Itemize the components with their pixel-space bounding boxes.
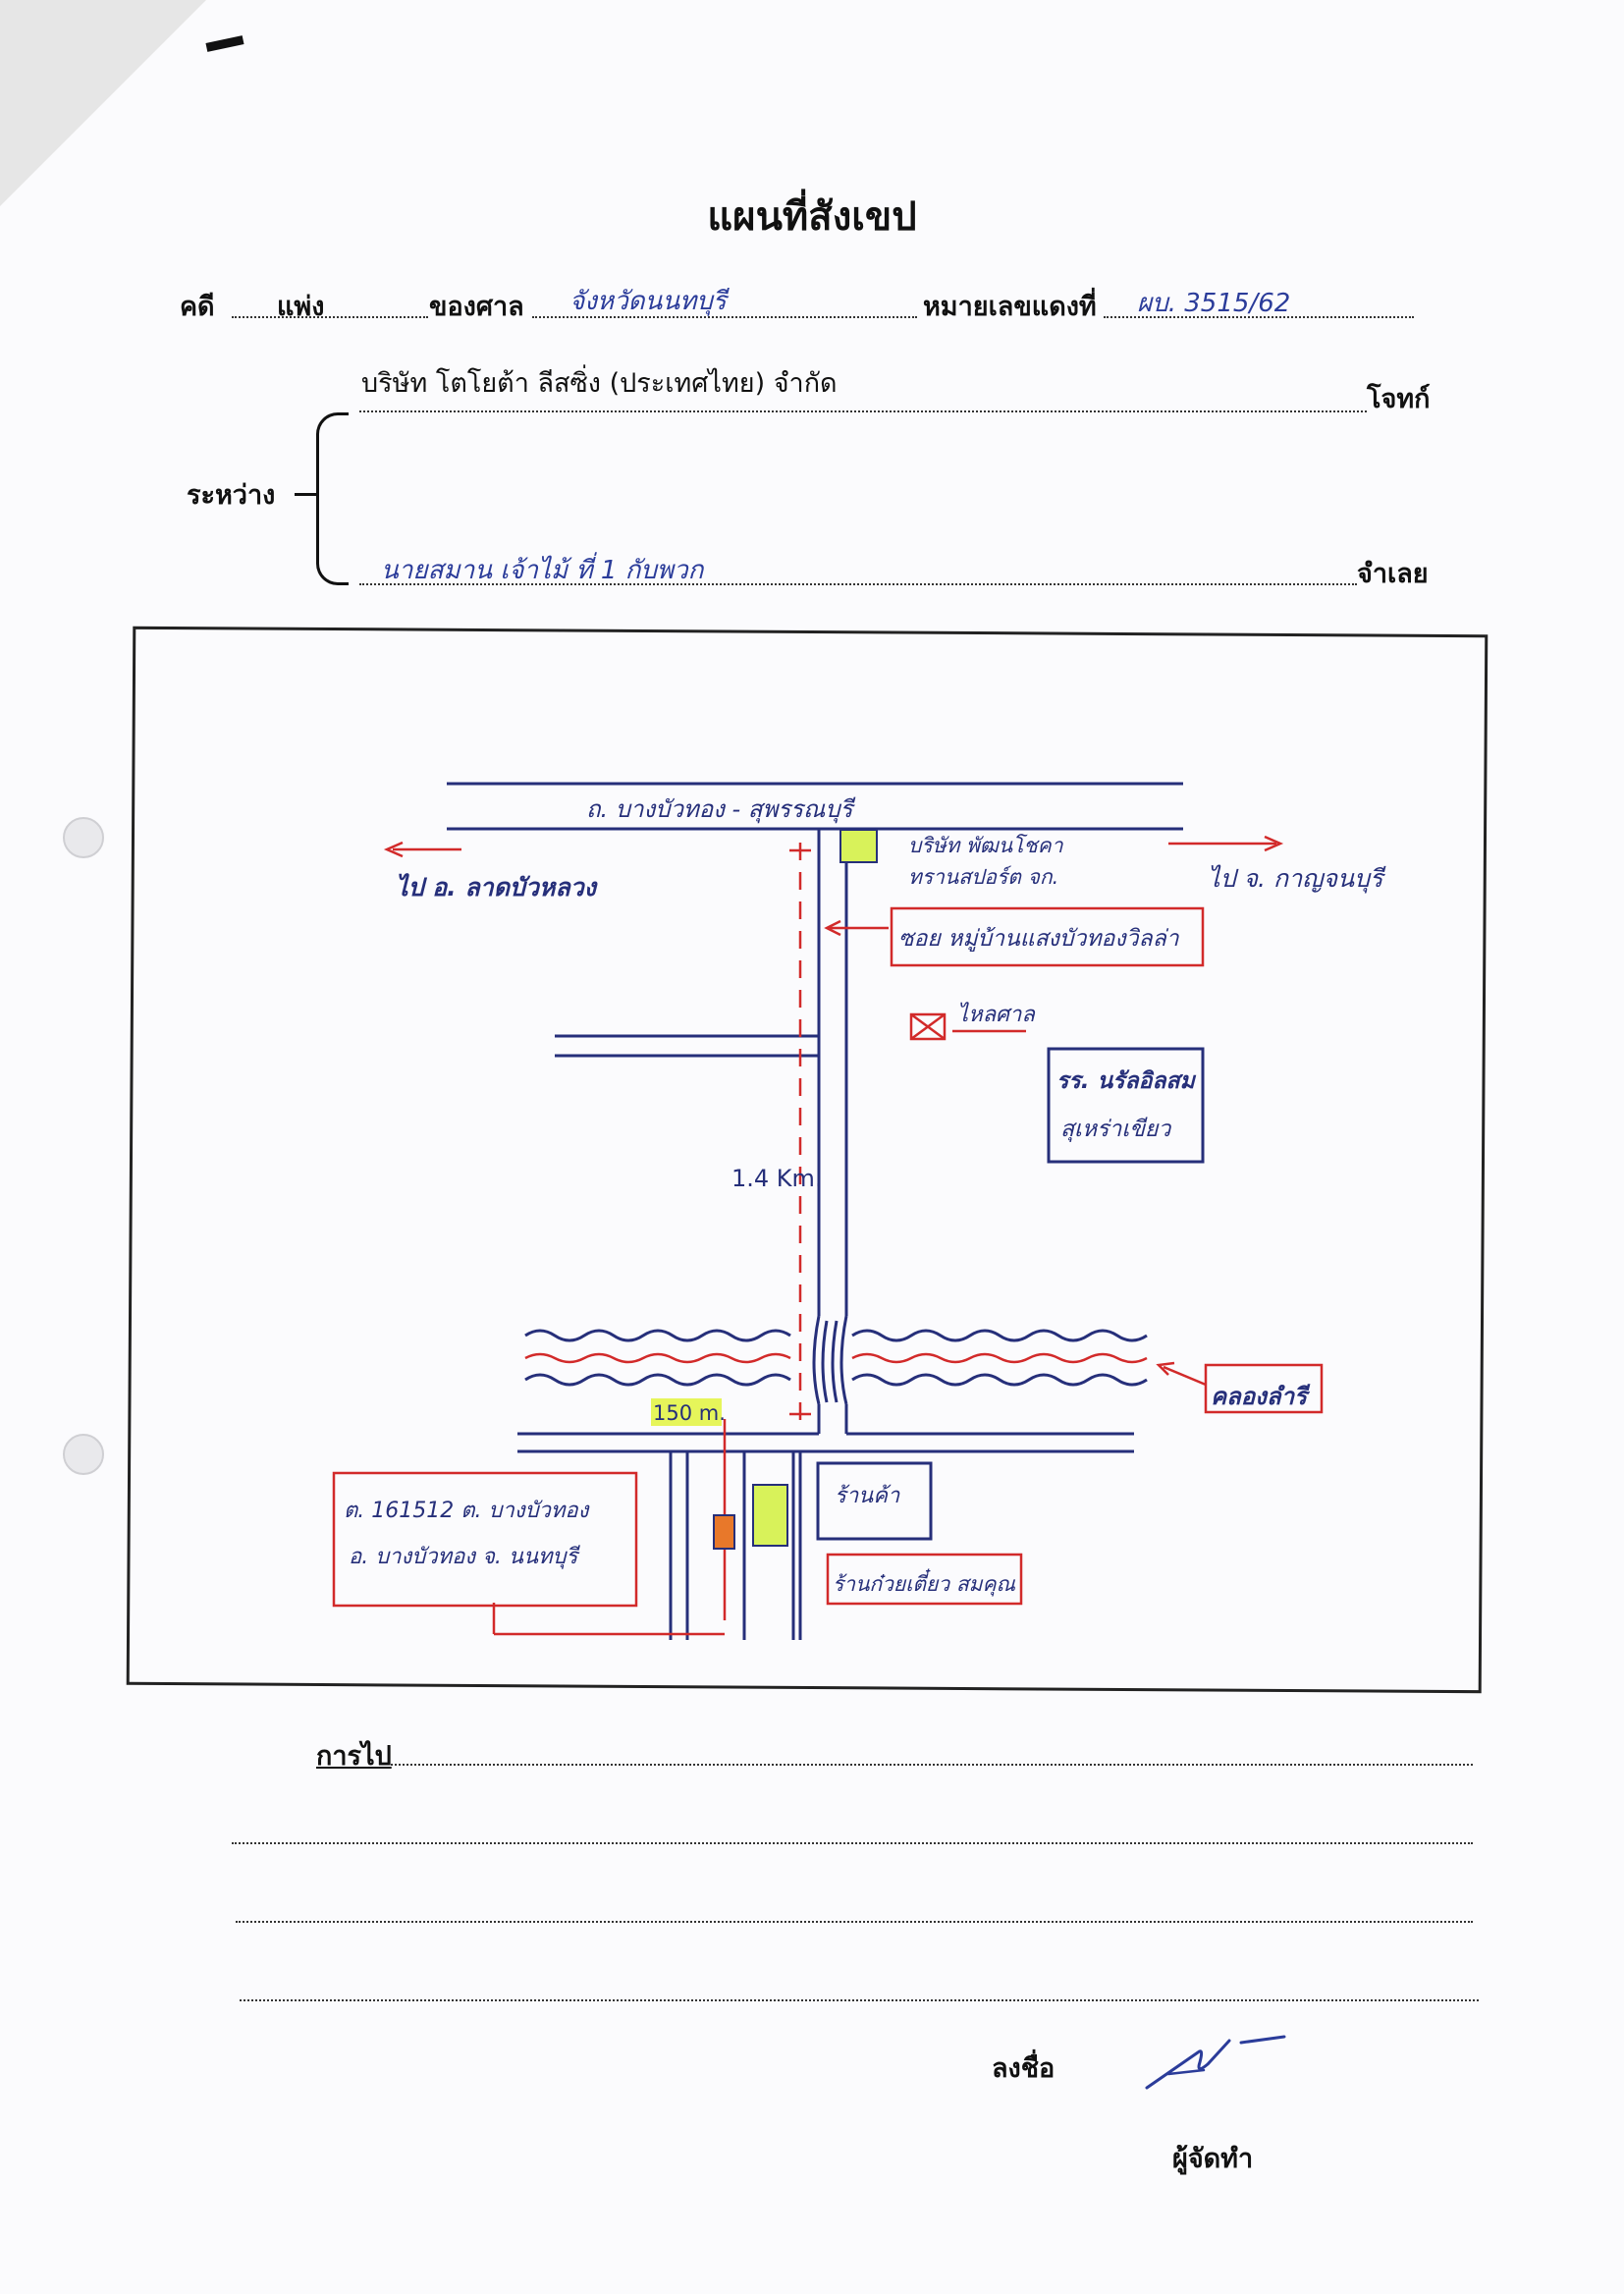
between-label: ระหว่าง [187, 480, 276, 511]
distance-short-label: 150 m. [653, 1401, 726, 1425]
right-arrow-head [1264, 835, 1284, 852]
canal-wave-top-left [524, 1329, 791, 1342]
sign-label: ลงชื่อ [992, 2053, 1056, 2084]
school-box [1047, 1047, 1205, 1164]
route-line-2 [232, 1842, 1473, 1844]
canal-arrow-line [1163, 1365, 1207, 1387]
distance-long-label: 1.4 Km. [731, 1165, 823, 1192]
noodle-box [826, 1553, 1023, 1606]
company-marker [839, 829, 878, 863]
distance-short-highlight [651, 1398, 722, 1426]
red-no-label: หมายเลขแดงที่ [923, 292, 1097, 322]
court-name: จังหวัดนนทบุรี [569, 287, 727, 316]
right-direction-label: ไป จ. กาญจนบุรี [1208, 864, 1386, 894]
plaintiff-line [359, 410, 1367, 412]
punch-hole-top [63, 817, 104, 858]
left-arrow-head [383, 841, 404, 858]
defendant-label: จำเลย [1357, 559, 1429, 589]
bridge-mid1 [821, 1320, 829, 1403]
soi-arrow-head [824, 919, 841, 937]
company-label: บริษัท พัฒนโชคา [908, 834, 1064, 857]
case-type: แพ่ง [277, 292, 325, 322]
shop-label: ร้านค้า [835, 1484, 900, 1508]
between-brace-tip [295, 493, 318, 496]
shop-box [816, 1461, 933, 1541]
main-road-label: ถ. บางบัวทอง - สุพรรณบุรี [586, 795, 856, 824]
folded-corner [0, 0, 206, 206]
court-line [532, 316, 917, 318]
shrine-label: ไหลศาล [957, 1002, 1036, 1027]
route-line-1 [391, 1764, 1473, 1766]
canal-wave-bottom-right [851, 1373, 1148, 1387]
maker-label: ผู้จัดทำ [1172, 2144, 1254, 2174]
school-label-1: รร. นรัลอิลสม [1056, 1068, 1197, 1094]
canal-box [1204, 1363, 1324, 1414]
document-title: แผนที่สังเขป [707, 193, 917, 240]
signature [1145, 2035, 1286, 2090]
red-no-line [1104, 316, 1414, 318]
case-type-line [232, 316, 428, 318]
canal-wave-bottom-left [524, 1373, 791, 1387]
soi-label: ซอย หมู่บ้านแสงบัวทองวิลล่า [898, 926, 1180, 952]
address-label-1: ต. 161512 ต. บางบัวทอง [344, 1499, 591, 1523]
bridge-right [839, 1315, 848, 1405]
between-brace [316, 412, 349, 585]
noodle-shop-label: ร้านก๋วยเตี๋ยว สมคุณ [833, 1568, 1016, 1597]
punch-hole-bottom [63, 1434, 104, 1475]
canal-red-right [851, 1352, 1148, 1364]
canal-wave-top-right [851, 1329, 1148, 1342]
bridge-left [812, 1315, 821, 1405]
school-label-2: สุเหร่าเขียว [1060, 1117, 1171, 1142]
canal-label: คลองลำรี [1211, 1383, 1311, 1410]
defendant-line [359, 583, 1357, 585]
bridge-mid2 [831, 1320, 839, 1403]
left-direction-label: ไป อ. ลาดบัวหลวง [396, 873, 598, 901]
soi-box [890, 906, 1205, 967]
canal-red-left [524, 1352, 791, 1364]
shrine-marker [909, 1012, 947, 1041]
defendant-name: นายสมาน เจ้าไม้ ที่ 1 กับพวก [381, 556, 704, 585]
route-label: การไป [316, 1741, 392, 1772]
court-label: ของศาล [429, 292, 524, 322]
shrine-x2 [910, 1012, 946, 1041]
canal-arrow-head [1156, 1361, 1175, 1376]
target-house-marker [713, 1514, 735, 1550]
company-label-line2: ทรานสปอร์ต จก. [908, 865, 1058, 889]
case-label: คดี [180, 292, 215, 322]
route-line-4 [240, 1999, 1479, 2001]
route-line-3 [236, 1921, 1473, 1923]
noodle-shop-marker [752, 1484, 788, 1547]
address-label-2: อ. บางบัวทอง จ. นนทบุรี [349, 1545, 580, 1569]
plaintiff-name: บริษัท โตโยต้า ลีสซิ่ง (ประเทศไทย) จำกัด [361, 368, 838, 399]
address-box [332, 1471, 638, 1608]
plaintiff-label: โจทก์ [1367, 384, 1431, 414]
red-no: ผบ. 3515/62 [1137, 289, 1291, 318]
